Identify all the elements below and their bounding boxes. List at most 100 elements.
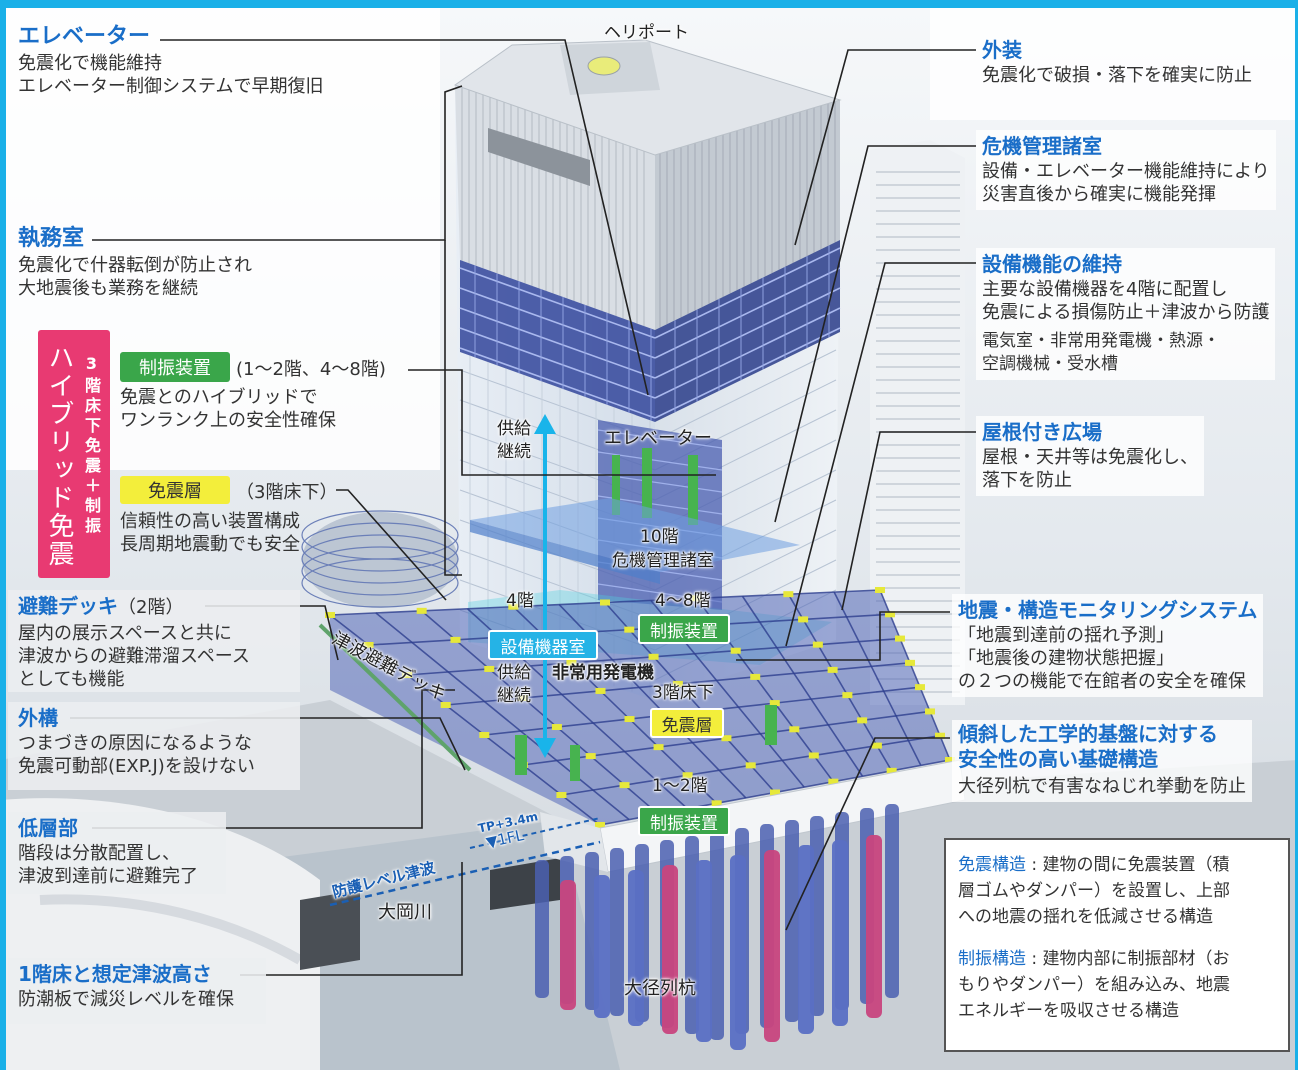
isolation-bearing — [783, 591, 794, 598]
core-brace-2 — [688, 455, 698, 525]
crisis-room-slab-edge — [470, 520, 660, 584]
isolation-bearing — [402, 672, 413, 678]
isolation-layer-badge: 免震層 — [650, 708, 724, 738]
isolation-bearing — [935, 732, 945, 739]
isolation-note: （3階床下） — [236, 482, 338, 503]
foundation-pile — [696, 860, 712, 1042]
label-monitoring-title: 地震・構造モニタリングシステム — [958, 598, 1258, 622]
supply-arrow-head-down — [534, 738, 556, 758]
label-equipment: 設備機能の維持 主要な設備機器を4階に配置し 免震による損傷防止＋津波から防護 … — [976, 248, 1276, 380]
label-exterior-works: 外構 つまづきの原因になるような 免震可動部(EXP.J)を設けない — [8, 702, 300, 790]
river-label: 大岡川 — [378, 902, 432, 923]
isolation-bearing — [875, 587, 885, 593]
supply-lower-label: 供給 — [497, 663, 531, 683]
isolation-bearing — [905, 659, 915, 666]
piles-label: 大径列杭 — [624, 978, 696, 999]
label-monitoring-line: の２つの機能で在館者の安全を確保 — [958, 671, 1246, 692]
hybrid-isolation-title: ハイブリッド免震 — [44, 344, 74, 568]
first-floor-level-line — [469, 817, 601, 849]
isolation-bearing — [812, 641, 823, 648]
isolation-bearing — [885, 611, 895, 618]
foundation-pile — [594, 875, 610, 1018]
hybrid-isolation-subtitle: 3階床下免震＋制振 — [82, 354, 101, 537]
label-equipment-line: 空調機械・受水槽 — [982, 354, 1118, 374]
equipment-room-badge: 設備機器室 — [488, 630, 598, 660]
label-office-line: 大地震後も業務を継続 — [18, 278, 198, 299]
isolation-bearing — [619, 782, 630, 789]
supply-upper-label: 供給 — [497, 419, 531, 439]
isolation-bearing — [556, 792, 567, 798]
label-foundation-title: 傾斜した工学的基盤に対する — [958, 722, 1218, 746]
foundation-pile — [628, 870, 644, 1026]
foundation-pile — [764, 850, 780, 1042]
isolation-bearing — [827, 666, 838, 673]
label-plaza-line: 屋根・天井等は免震化し、 — [982, 447, 1198, 468]
isolation-bearing — [450, 636, 461, 643]
isolation-bearing — [551, 724, 562, 731]
isolation-bearing — [857, 717, 868, 724]
tsunami-level-line — [329, 840, 601, 907]
definition-line: もりやダンパー）を組み込み、地震 — [958, 975, 1230, 995]
foundation-pile — [535, 860, 549, 998]
isolation-note-wrap: （3階床下） — [236, 478, 337, 504]
isolation-bearing — [789, 726, 800, 733]
label-plaza-line: 落下を防止 — [982, 470, 1072, 491]
label-exterior-works-line: 免震可動部(EXP.J)を設けない — [18, 756, 255, 777]
core-brace-1 — [642, 448, 652, 518]
isolation-bearing — [769, 700, 780, 707]
isolation-bearing — [600, 599, 610, 606]
isolation-bearing — [363, 642, 374, 648]
isolation-bearing — [682, 772, 693, 779]
foundation-pile — [610, 848, 624, 1016]
label-equipment-title: 設備機能の維持 — [982, 252, 1122, 276]
label-equipment-line: 免震による損傷防止＋津波から防護 — [982, 302, 1270, 323]
damper-upper-badge: 制振装置 — [638, 614, 730, 644]
label-equipment-line: 電気室・非常用発電機・熱源・ — [982, 331, 1220, 351]
podium-brace-3 — [570, 745, 580, 781]
label-crisis-line: 災害直後から確実に機能発揮 — [982, 184, 1216, 205]
isolation-bearing — [842, 692, 853, 699]
label-elevator-line: エレベーター制御システムで早期復旧 — [18, 76, 324, 97]
isolation-bearing — [915, 684, 925, 691]
label-elevator-line: 免震化で機能維持 — [18, 53, 162, 74]
isolation-badge: 免震層 — [120, 476, 230, 504]
isolation-bearing — [595, 822, 605, 828]
label-first-floor-title: 1階床と想定津波高さ — [18, 962, 212, 986]
crisis-floor-label: 10階 — [640, 527, 679, 547]
label-foundation-line: 大径列杭で有害なねじれ挙動を防止 — [958, 776, 1246, 797]
definition-text: : 建物内部に制振部材（お — [1026, 949, 1230, 969]
foundation-pile — [685, 836, 699, 1034]
isolation-bearing — [711, 800, 722, 807]
isolation-bearing — [653, 744, 664, 751]
label-lowrise-line: 階段は分散配置し、 — [18, 843, 180, 864]
label-monitoring: 地震・構造モニタリングシステム 「地震到達前の揺れ予測」 「地震後の建物状態把握… — [952, 594, 1264, 697]
label-plaza: 屋根付き広場 屋根・天井等は免震化し、 落下を防止 — [976, 416, 1204, 496]
label-isolation: 信頼性の高い装置構成 長周期地震動でも安全 — [120, 510, 300, 556]
isolation-bearing — [585, 753, 596, 760]
label-facade-title: 外装 — [982, 38, 1022, 62]
supply-upper-label: 継続 — [497, 442, 531, 462]
isolation-bearing — [730, 647, 741, 654]
label-isolation-line: 信頼性の高い装置構成 — [120, 511, 300, 532]
label-exterior-works-title: 外構 — [18, 706, 58, 730]
definition-gap — [958, 930, 1276, 946]
definition-line: 制振構造 : 建物内部に制振部材（お — [958, 946, 1276, 972]
isolation-bearing — [672, 680, 683, 687]
label-crisis-title: 危機管理諸室 — [982, 134, 1102, 158]
definition-line: エネルギーを吸収させる構造 — [958, 1001, 1179, 1021]
isolation-bearing — [518, 694, 529, 701]
label-damper: 免震とのハイブリッドで ワンランク上の安全性確保 — [120, 386, 336, 432]
foundation-pile — [832, 840, 848, 1026]
isolation-bearing — [721, 735, 732, 742]
label-deck-title: 避難デッキ（2階） — [18, 592, 290, 622]
label-deck-title-text: 避難デッキ — [18, 594, 118, 618]
label-damper-line: ワンランク上の安全性確保 — [120, 410, 336, 431]
heliport-marker — [587, 56, 621, 76]
lowrise-opening — [300, 890, 360, 970]
label-monitoring-line: 「地震到達前の揺れ予測」 — [958, 625, 1174, 646]
isolation-bearing — [808, 752, 819, 759]
background-white-right — [930, 0, 1298, 120]
crisis-floor-label: 危機管理諸室 — [612, 551, 714, 571]
isolation-bearing — [595, 687, 606, 694]
isolation-bearing — [479, 732, 490, 738]
